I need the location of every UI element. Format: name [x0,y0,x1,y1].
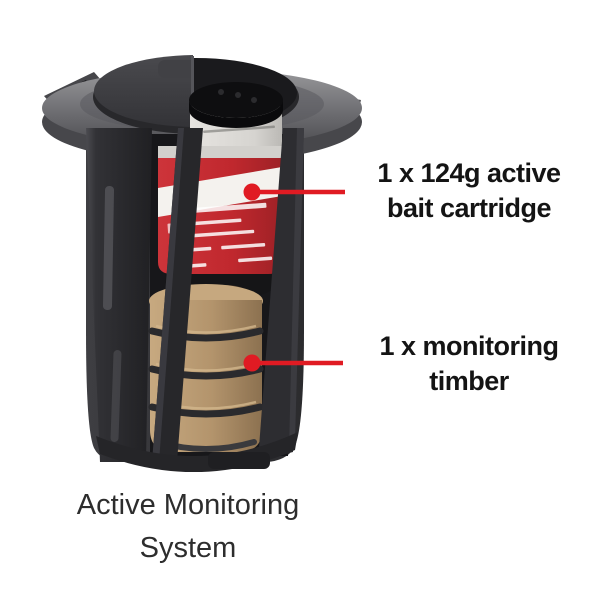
caption-line2: System [139,532,237,564]
station-base [96,432,298,473]
base-foot [208,452,270,469]
cage-ribs [86,128,304,462]
callout-label-bait-cartridge: 1 x 124g active bait cartridge [348,156,590,226]
caption-line1: Active Monitoring [76,489,300,521]
cut-edge [191,56,194,130]
callout-connectors [243,183,345,372]
callout-timber-line2: timber [429,366,509,396]
callout-bait-line2: bait cartridge [386,193,552,223]
callout-dot-timber [243,354,261,372]
left-wall [86,128,152,462]
callout-label-monitoring-timber: 1 x monitoring timber [348,329,590,399]
diagram-caption: Active Monitoring System [28,484,348,570]
left-wall-slot [110,350,122,442]
left-wall-slot [102,186,115,311]
callout-dot-bait [243,183,261,201]
callout-timber-line1: 1 x monitoring [379,331,559,361]
cartridge-cap [189,82,283,118]
callout-bait-line1: 1 x 124g active [377,158,561,188]
